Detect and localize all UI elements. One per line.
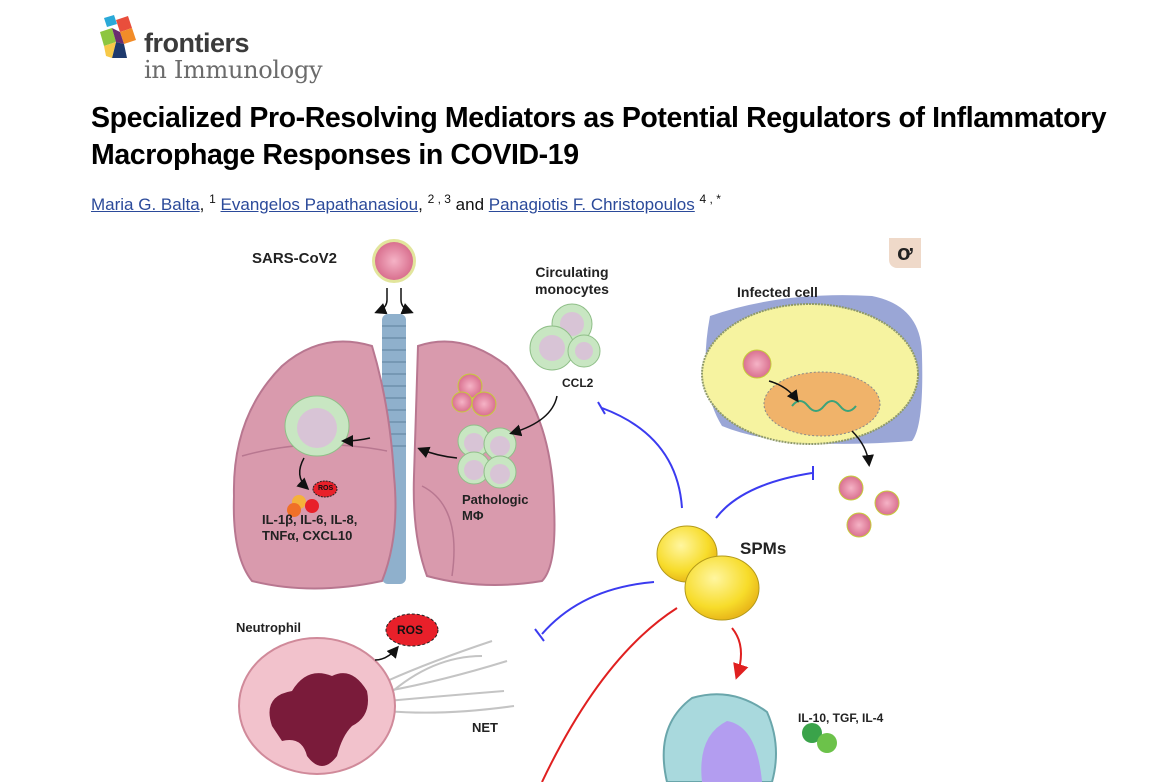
- label-ros: ROS: [397, 623, 424, 637]
- frontiers-logo-icon: [100, 15, 136, 58]
- label-sars-cov2: SARS-CoV2: [252, 250, 338, 267]
- label-net: NET: [472, 720, 498, 735]
- label-ccl2: CCL2: [562, 376, 594, 390]
- magnifier-icon: ơ: [897, 240, 913, 265]
- figure-illustration: [232, 239, 923, 782]
- alveolar-macrophage-icon: [284, 395, 350, 457]
- author-list: Maria G. Balta, 1 Evangelos Papathanasio…: [91, 192, 721, 215]
- resolving-macrophage-icon: [662, 693, 837, 782]
- journal-brand: frontiers: [144, 28, 250, 58]
- author-separator: ,: [418, 195, 423, 214]
- neutrophil-icon: [238, 637, 515, 775]
- label-pathologic-macrophage: Pathologic MΦ: [462, 492, 529, 523]
- zoom-figure-button[interactable]: ơ: [889, 238, 921, 268]
- journal-subtitle: in Immunology: [144, 56, 323, 84]
- label-proinflammatory-cytokines: IL-1β, IL-6, IL-8, TNFα, CXCL10: [262, 512, 358, 543]
- inhibit-line: [601, 407, 683, 509]
- pathologic-macrophages-icon: [457, 424, 517, 489]
- article-title: Specialized Pro-Resolving Mediators as P…: [91, 102, 1107, 171]
- label-anti-inflammatory-cytokines: IL-10, TGF, IL-4: [798, 711, 884, 725]
- ros-badge-icon: [385, 613, 439, 647]
- circulating-monocytes-icon: [529, 303, 601, 371]
- affiliation-marker: 1: [209, 192, 216, 206]
- author-link[interactable]: Panagiotis F. Christopoulos: [488, 195, 695, 214]
- activate-line: [541, 607, 678, 782]
- author-link[interactable]: Evangelos Papathanasiou: [220, 195, 419, 214]
- affiliation-marker: 4 , *: [699, 192, 721, 206]
- label-spms: SPMs: [740, 539, 787, 558]
- author-link[interactable]: Maria G. Balta: [91, 195, 200, 214]
- label-ros-small: ROS: [318, 485, 334, 492]
- label-neutrophil: Neutrophil: [236, 620, 301, 635]
- inhibit-line: [715, 472, 813, 519]
- ros-small-icon: [312, 480, 338, 498]
- sars-cov2-virus-icon: [372, 239, 416, 283]
- infected-cell-icon: [701, 295, 923, 445]
- author-separator: ,: [199, 195, 205, 214]
- spms-icon: [656, 525, 760, 621]
- graphical-abstract-figure[interactable]: SARS-CoV2 Circulating monocytes CCL2 Inf…: [222, 236, 942, 782]
- activate-line: [731, 627, 749, 680]
- inhibit-line: [541, 581, 655, 635]
- author-conjunction: and: [455, 195, 485, 214]
- journal-logo[interactable]: frontiers in Immunology: [100, 14, 360, 86]
- left-lung-icon: [232, 340, 397, 590]
- label-circulating-monocytes: Circulating monocytes: [535, 264, 609, 297]
- label-infected-cell: Infected cell: [737, 284, 818, 300]
- affiliation-marker: 2 , 3: [427, 192, 451, 206]
